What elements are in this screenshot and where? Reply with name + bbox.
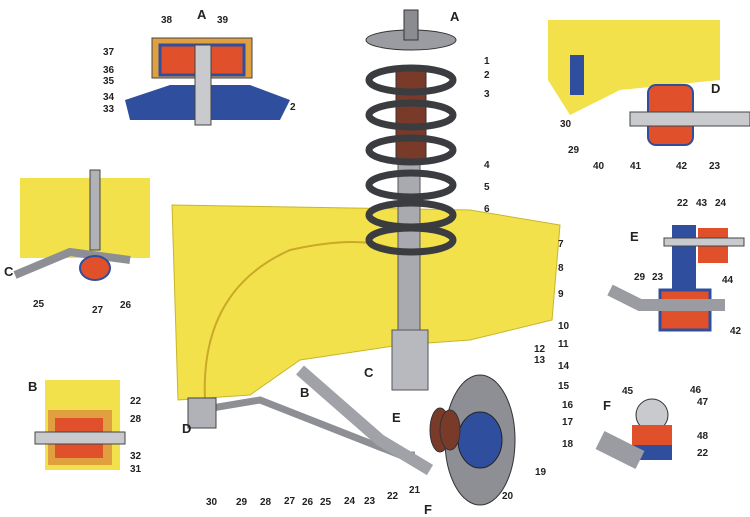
part-number-callout: 28 bbox=[260, 497, 272, 508]
part-number-callout: 24 bbox=[344, 496, 356, 507]
part-number-callout: 22 bbox=[387, 491, 399, 502]
part-number-callout: 42 bbox=[676, 161, 688, 172]
part-number-callout: 25 bbox=[33, 299, 45, 310]
part-number-callout: 6 bbox=[484, 204, 490, 215]
part-number-callout: 17 bbox=[562, 417, 574, 428]
part-number-callout: 30 bbox=[206, 497, 218, 508]
part-number-callout: 22 bbox=[130, 396, 142, 407]
part-number-callout: 16 bbox=[562, 400, 574, 411]
part-number-callout: 2 bbox=[290, 102, 296, 113]
part-number-callout: 7 bbox=[558, 239, 564, 250]
part-number-callout: 39 bbox=[217, 15, 229, 26]
detail-letter-callout: B bbox=[28, 379, 38, 394]
part-number-callout: 29 bbox=[236, 497, 248, 508]
part-number-callout: 42 bbox=[730, 326, 742, 337]
hub bbox=[457, 411, 503, 469]
part-number-callout: 38 bbox=[161, 15, 173, 26]
part-number-callout: 14 bbox=[558, 361, 570, 372]
cv-boot bbox=[429, 407, 461, 453]
part-number-callout: 28 bbox=[130, 414, 142, 425]
part-number-callout: 34 bbox=[103, 92, 115, 103]
detail-letter-callout: C bbox=[4, 264, 14, 279]
part-number-callout: 29 bbox=[568, 145, 580, 156]
bump-stop bbox=[395, 69, 427, 161]
part-number-callout: 46 bbox=[690, 385, 702, 396]
inset-c-panel bbox=[20, 178, 150, 258]
detail-letter-callout: A bbox=[450, 9, 460, 24]
coil-spring bbox=[365, 64, 457, 256]
part-number-callout: 23 bbox=[709, 161, 721, 172]
part-number-callout: 11 bbox=[558, 339, 569, 350]
detail-letter-callout: F bbox=[603, 398, 611, 413]
part-number-callout: 1 bbox=[484, 56, 490, 67]
part-number-callout: 35 bbox=[103, 76, 115, 87]
part-number-callout: 9 bbox=[558, 289, 564, 300]
part-number-callout: 24 bbox=[715, 198, 727, 209]
inset-d-panel bbox=[548, 20, 720, 115]
strut-housing bbox=[391, 329, 429, 391]
part-number-callout: 27 bbox=[284, 496, 296, 507]
lower-arm bbox=[296, 365, 434, 476]
detail-letter-callout: E bbox=[392, 410, 401, 425]
part-number-callout: 27 bbox=[92, 305, 104, 316]
part-number-callout: 22 bbox=[697, 448, 709, 459]
part-number-callout: 33 bbox=[103, 104, 115, 115]
detail-letter-callout: A bbox=[197, 7, 207, 22]
part-number-callout: 31 bbox=[130, 464, 142, 475]
part-number-callout: 30 bbox=[560, 119, 572, 130]
detail-letter-callout: E bbox=[630, 229, 639, 244]
part-number-callout: 5 bbox=[484, 182, 490, 193]
part-number-callout: 20 bbox=[502, 491, 514, 502]
part-number-callout: 41 bbox=[630, 161, 642, 172]
part-number-callout: 4 bbox=[484, 160, 490, 171]
part-number-callout: 18 bbox=[562, 439, 574, 450]
part-number-callout: 29 bbox=[634, 272, 646, 283]
part-number-callout: 26 bbox=[120, 300, 132, 311]
detail-letter-callout: D bbox=[711, 81, 721, 96]
detail-letter-callout: F bbox=[424, 502, 432, 517]
part-number-callout: 32 bbox=[130, 451, 142, 462]
part-number-callout: 43 bbox=[696, 198, 708, 209]
detail-letter-callout: B bbox=[300, 385, 310, 400]
part-number-callout: 45 bbox=[622, 386, 634, 397]
part-number-callout: 15 bbox=[558, 381, 570, 392]
part-number-callout: 21 bbox=[409, 485, 421, 496]
part-number-callout: 26 bbox=[302, 497, 314, 508]
part-number-callout: 12 bbox=[534, 344, 546, 355]
part-number-callout: 23 bbox=[652, 272, 664, 283]
part-number-callout: 23 bbox=[364, 496, 376, 507]
part-number-callout: 25 bbox=[320, 497, 332, 508]
detail-letter-callout: C bbox=[364, 365, 374, 380]
part-number-callout: 13 bbox=[534, 355, 546, 366]
part-number-callout: 19 bbox=[535, 467, 547, 478]
part-number-callout: 2 bbox=[484, 70, 490, 81]
part-number-callout: 8 bbox=[558, 263, 564, 274]
part-number-callout: 47 bbox=[697, 397, 709, 408]
part-number-callout: 10 bbox=[558, 321, 570, 332]
part-number-callout: 36 bbox=[103, 65, 115, 76]
part-number-callout: 48 bbox=[697, 431, 709, 442]
part-number-callout: 40 bbox=[593, 161, 605, 172]
part-number-callout: 3 bbox=[484, 89, 490, 100]
part-number-callout: 22 bbox=[677, 198, 689, 209]
mounting-bracket bbox=[187, 397, 217, 429]
detail-letter-callout: D bbox=[182, 421, 192, 436]
part-number-callout: 44 bbox=[722, 275, 734, 286]
part-number-callout: 37 bbox=[103, 47, 115, 58]
